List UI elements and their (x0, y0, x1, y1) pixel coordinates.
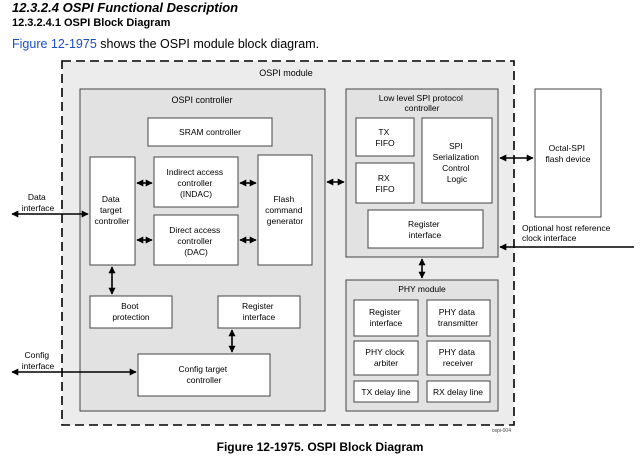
rx-fifo-label: RX FIFO (375, 173, 395, 194)
ospi-module-label: OSPI module (259, 68, 313, 78)
tx-fifo-label: TX FIFO (375, 127, 395, 148)
intro-paragraph: Figure 12-1975 shows the OSPI module blo… (12, 37, 319, 51)
intro-text: shows the OSPI module block diagram. (96, 37, 320, 51)
octal-spi-flash-label: Octal-SPI flash device (546, 143, 591, 164)
spi-register-interface-label: Register interface (408, 219, 442, 240)
section-heading: 12.3.2.4 OSPI Functional Description (12, 0, 239, 15)
rx-delay-line-label: RX delay line (433, 387, 483, 397)
data-target-controller-label: Data target controller (95, 194, 130, 226)
boot-protection-box (89, 295, 173, 329)
sram-controller-label: SRAM controller (179, 127, 241, 137)
config-target-controller-box (137, 353, 271, 397)
ll-spi-controller-label: Low level SPI protocol controller (379, 93, 465, 113)
indac-box (153, 156, 239, 208)
indac-label: Indirect access controller (INDAC) (166, 167, 225, 199)
phy-data-receiver-box (426, 340, 491, 376)
figure-id-label: ospi-004 (492, 428, 511, 434)
sram-controller-box (147, 117, 273, 147)
config-target-controller-label: Config target controller (178, 364, 229, 385)
controller-register-interface-box (217, 295, 301, 329)
figure-caption: Figure 12-1975. OSPI Block Diagram (216, 440, 424, 454)
rx-fifo-box (355, 162, 415, 204)
data-interface-label: Data interface (22, 192, 55, 213)
figure-link[interactable]: Figure 12-1975 (12, 37, 97, 51)
dac-box (153, 214, 239, 266)
phy-register-interface-label: Register interface (369, 307, 403, 328)
rx-delay-line-box (426, 380, 491, 403)
phy-module-label: PHY module (398, 284, 446, 294)
phy-data-transmitter-box (426, 299, 491, 337)
flash-command-generator-box (257, 154, 313, 266)
spi-serialization-box (421, 117, 493, 204)
optional-clock-label: Optional host reference clock interface (522, 223, 613, 243)
phy-clock-arbiter-box (353, 340, 419, 376)
phy-data-receiver-label: PHY data receiver (439, 347, 478, 368)
subsection-heading: 12.3.2.4.1 OSPI Block Diagram (12, 17, 171, 29)
dac-label: Direct access controller (DAC) (169, 225, 222, 257)
data-target-controller-box (89, 156, 136, 266)
phy-clock-arbiter-label: PHY clock arbiter (365, 347, 406, 368)
flash-command-generator-label: Flash command generator (265, 194, 305, 226)
config-interface-label: Config interface (22, 350, 55, 371)
spi-register-interface-box (367, 209, 484, 249)
phy-register-interface-box (353, 299, 419, 337)
spi-serialization-label: SPI Serialization Control Logic (433, 141, 482, 184)
phy-data-transmitter-label: PHY data transmitter (438, 307, 478, 328)
controller-register-interface-label: Register interface (242, 301, 276, 322)
tx-delay-line-label: TX delay line (361, 387, 410, 397)
tx-fifo-box (355, 117, 415, 157)
tx-delay-line-box (353, 380, 419, 403)
boot-protection-label: Boot protection (112, 301, 150, 322)
octal-spi-flash-box (534, 88, 602, 218)
ospi-controller-label: OSPI controller (171, 95, 232, 105)
